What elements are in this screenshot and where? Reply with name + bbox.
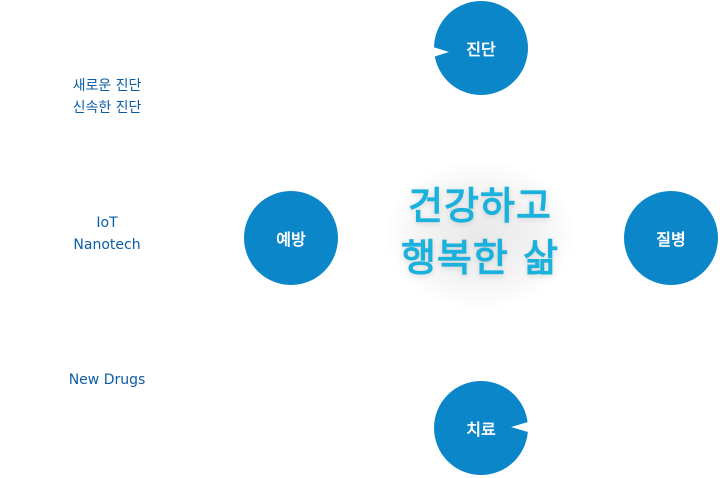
center-title-line: 행복한 삶	[400, 236, 560, 280]
label-new-rapid-diagnosis: 새로운 진단 신속한 진단	[42, 75, 172, 119]
node-prevention: 예방	[244, 191, 338, 285]
label-line: 신속한 진단	[72, 100, 142, 116]
node-disease: 질병	[624, 191, 718, 285]
center-glow	[385, 160, 575, 310]
arrow-right-icon	[433, 47, 449, 57]
label-line: Nanotech	[73, 237, 141, 253]
node-diagnosis: 진단	[434, 1, 528, 95]
label-iot-nanotech: IoT Nanotech	[42, 212, 172, 256]
label-line: IoT	[96, 215, 118, 231]
node-label: 예방	[276, 230, 306, 249]
node-label: 질병	[656, 230, 686, 249]
center-title-line: 건강하고	[408, 184, 552, 228]
label-line: New Drugs	[68, 372, 146, 388]
label-new-drugs: New Drugs	[42, 369, 172, 391]
center-title: 건강하고 행복한 삶	[380, 180, 580, 284]
node-label: 치료	[466, 420, 496, 439]
node-label: 진단	[466, 40, 496, 59]
arrow-left-icon	[511, 422, 528, 432]
label-line: 새로운 진단	[72, 78, 142, 94]
